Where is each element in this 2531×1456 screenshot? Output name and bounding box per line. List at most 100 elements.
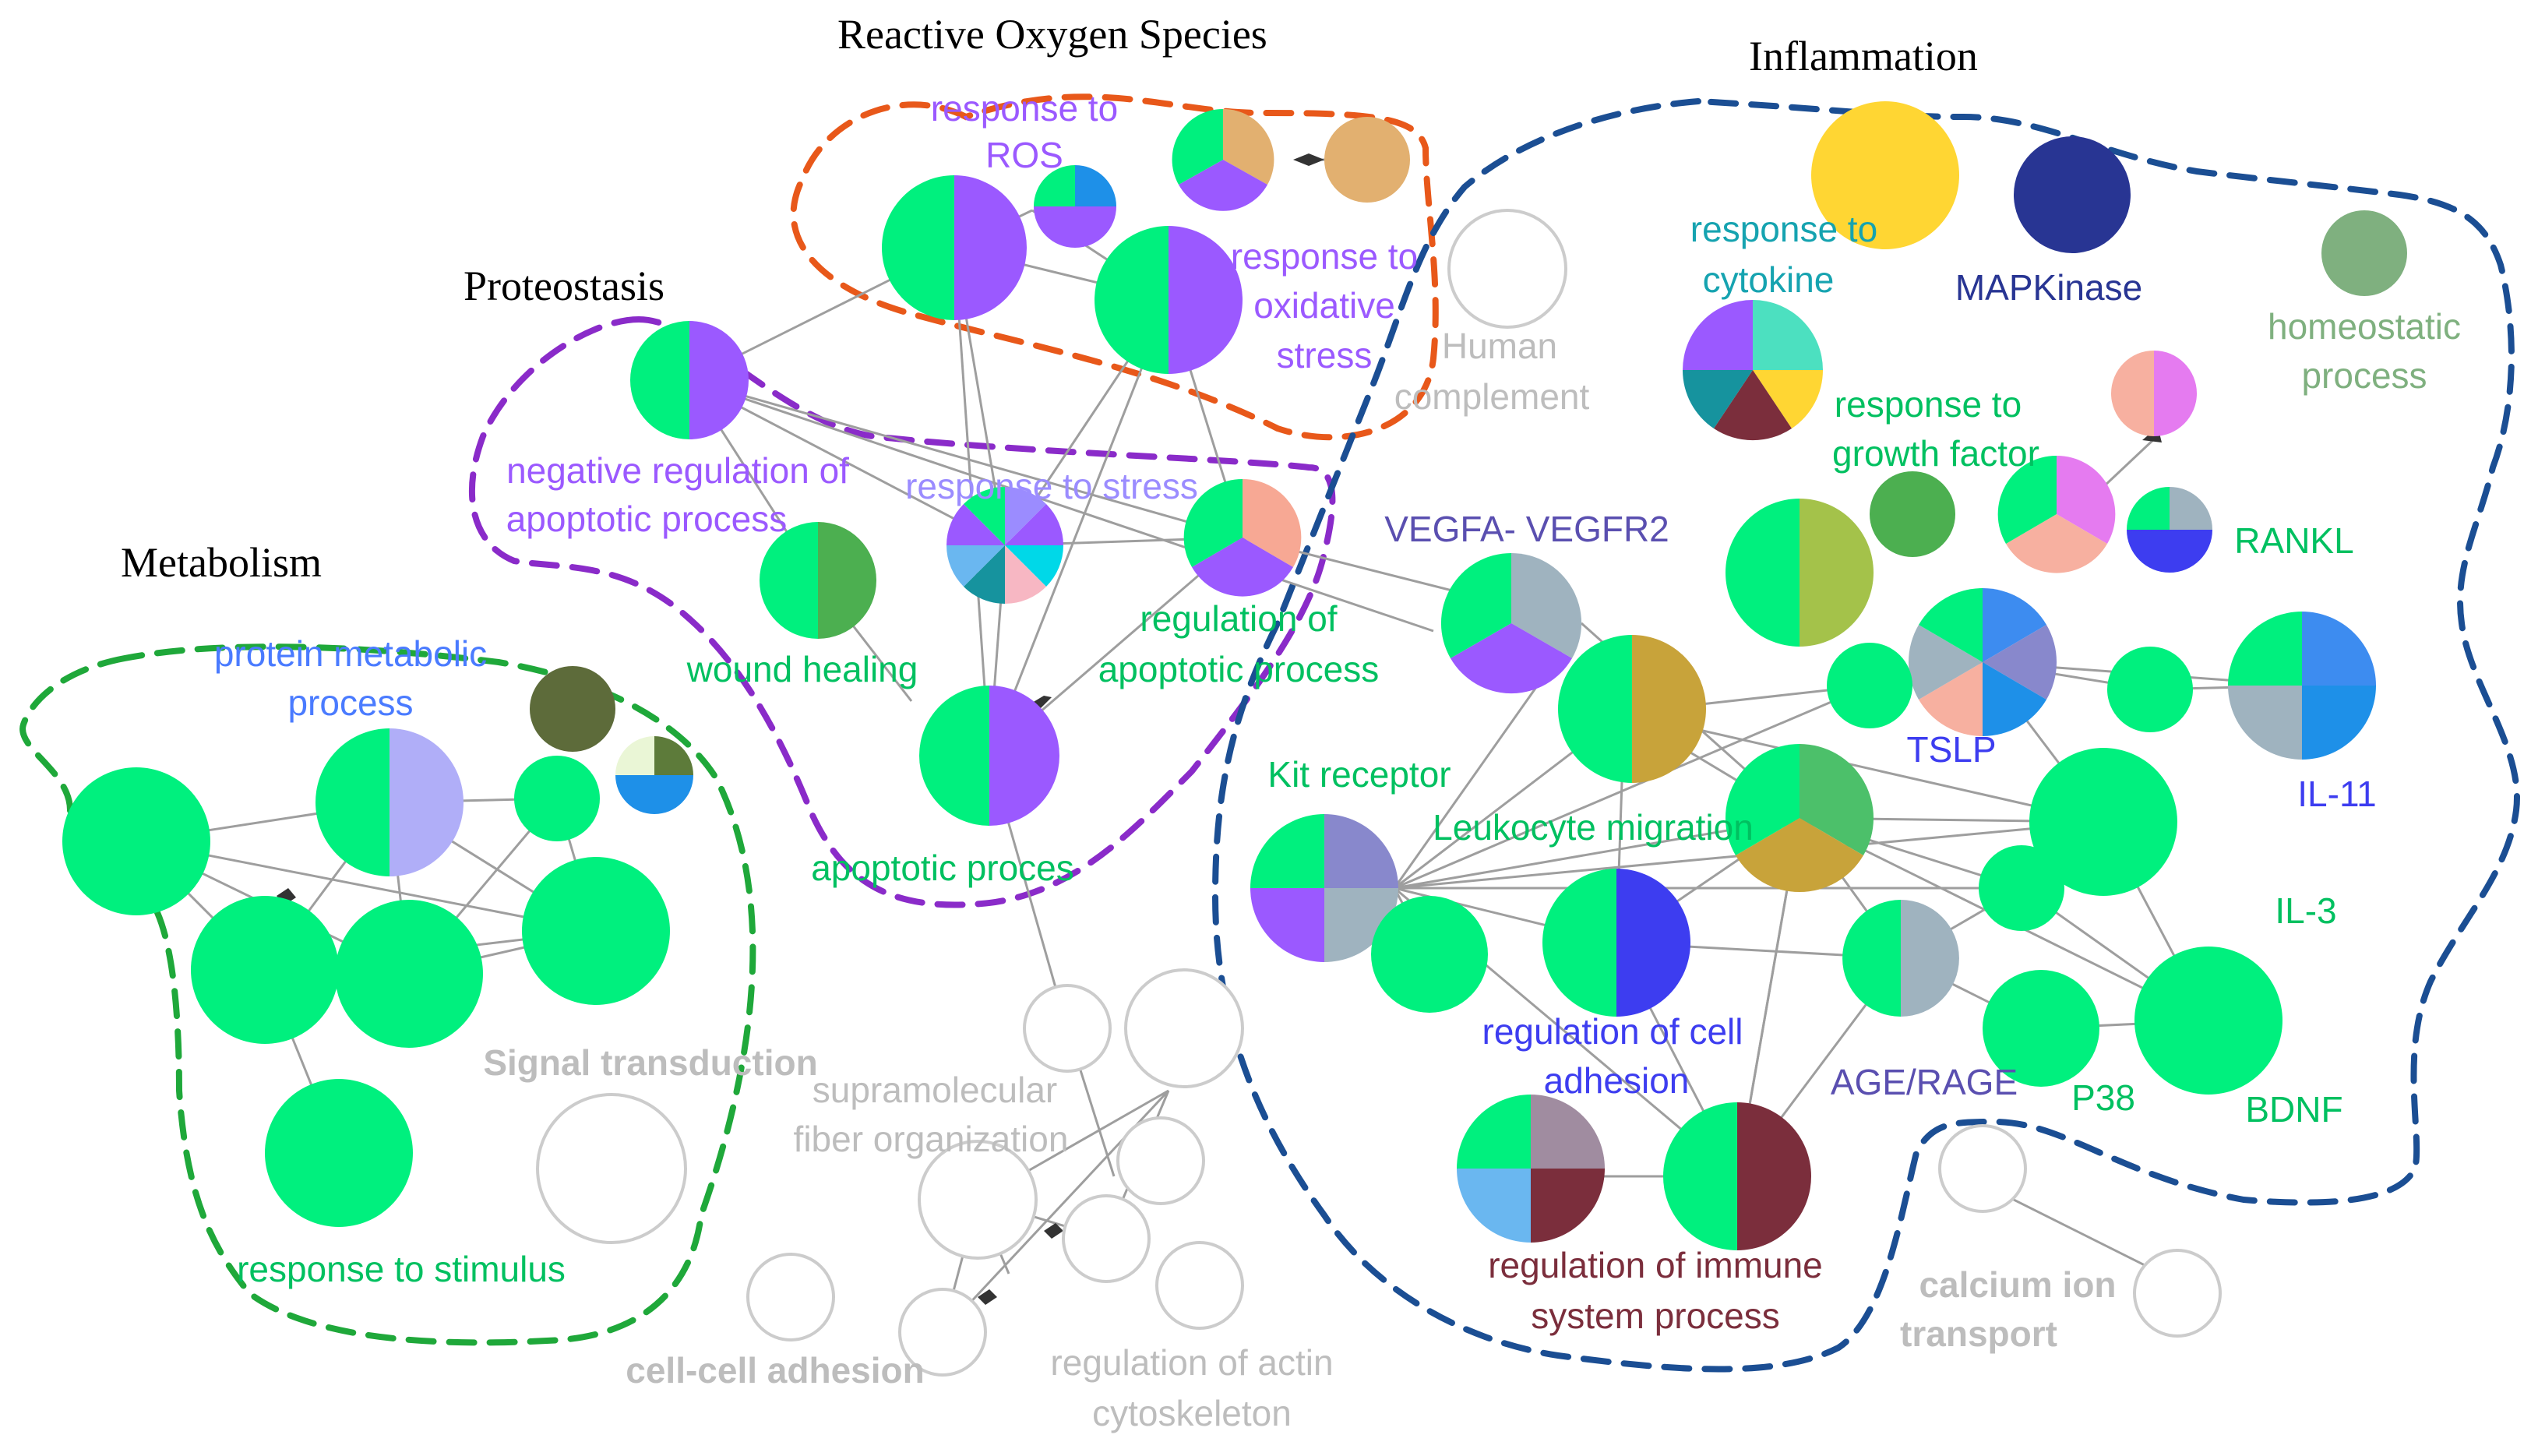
node-met-b: [514, 756, 600, 841]
label-homeostatic-2: process: [2301, 355, 2427, 396]
node-kit-receptor: [1250, 814, 1398, 962]
label-homeostatic-1: homeostatic: [2268, 306, 2461, 347]
node-gray-supra-5: [1062, 1194, 1151, 1283]
label-age-rage: AGE/RAGE: [1831, 1062, 2018, 1102]
label-regulation-immune-2: system process: [1531, 1296, 1780, 1336]
title-inflammation: Inflammation: [1749, 33, 1978, 79]
node-gray-supra-4: [1116, 1116, 1205, 1205]
node-response-to-stimulus: [265, 1079, 413, 1227]
label-regulation-apoptotic-1: regulation of: [1140, 598, 1337, 639]
label-calcium-ion-2: transport: [1900, 1313, 2057, 1354]
node-gray-calcium-2: [2133, 1249, 2222, 1338]
node-met-dark-olive: [530, 666, 615, 752]
node-protein-metabolic: [315, 728, 464, 876]
label-oxidative-stress-3: stress: [1277, 335, 1373, 375]
label-supramolecular-1: supramolecular: [813, 1070, 1057, 1110]
label-protein-metabolic-2: process: [287, 682, 413, 723]
node-il-3-top: [2029, 748, 2177, 896]
node-met-e: [522, 857, 670, 1005]
label-oxidative-stress-2: oxidative: [1253, 285, 1395, 326]
node-vegfa-vegfr2: [1440, 553, 1582, 694]
node-yellow: [1811, 101, 1959, 249]
node-homeostatic: [2321, 210, 2407, 296]
node-tslp-small: [1827, 643, 1912, 728]
label-negative-regulation-2: apoptotic process: [506, 499, 788, 539]
title-reactive-oxygen-species: Reactive Oxygen Species: [837, 11, 1267, 58]
label-response-to-ros-1: response to: [931, 88, 1118, 129]
node-met-a: [62, 767, 210, 915]
node-leukocyte-migration: [1725, 744, 1874, 893]
label-regulation-cell-adhesion-1: regulation of cell: [1482, 1011, 1743, 1052]
node-gray-signal: [536, 1093, 687, 1244]
node-regulation-immune: [1663, 1102, 1811, 1250]
node-gray-cell-cell: [746, 1253, 835, 1341]
proteostasis-cluster-outline: [468, 316, 1336, 908]
node-il-mid: [2107, 647, 2193, 732]
label-bdnf: BDNF: [2245, 1089, 2342, 1130]
label-rankl: RANKL: [2234, 520, 2353, 561]
label-protein-metabolic-1: protein metabolic: [214, 633, 487, 674]
node-negative-regulation-apoptotic: [630, 321, 749, 439]
label-wound-healing: wound healing: [686, 649, 918, 689]
node-met-small-pie: [615, 736, 693, 814]
label-mapkinase: MAPKinase: [1955, 267, 2142, 308]
title-proteostasis: Proteostasis: [464, 263, 664, 309]
label-il-11: IL-11: [2297, 774, 2376, 814]
label-leukocyte-migration: Leukocyte migration: [1433, 807, 1754, 848]
label-negative-regulation-1: negative regulation of: [506, 450, 849, 491]
label-growth-factor-2: growth factor: [1832, 433, 2039, 474]
node-regulation-cell-adhesion: [1542, 869, 1690, 1017]
label-supramolecular-2: fiber organization: [794, 1119, 1069, 1159]
node-gray-calcium-1: [1938, 1124, 2027, 1213]
node-gray-supra-6: [1155, 1241, 1244, 1330]
label-oxidative-stress-1: response to: [1231, 236, 1418, 277]
label-regulation-immune-1: regulation of immune: [1488, 1245, 1823, 1285]
label-human-complement-2: complement: [1394, 376, 1590, 417]
label-regulation-apoptotic-2: apoptotic process: [1098, 649, 1380, 689]
node-gray-supra-7: [898, 1288, 987, 1377]
node-regulation-apoptotic: [1183, 478, 1302, 597]
label-regulation-actin-2: cytoskeleton: [1092, 1393, 1292, 1433]
label-calcium-ion-1: calcium ion: [1919, 1264, 2116, 1305]
node-response-to-ros: [882, 175, 1027, 320]
node-growth-factor-half: [2111, 351, 2197, 436]
node-labels: response to ROS response to oxidative st…: [214, 88, 2461, 1433]
node-ros-tri: [1172, 108, 1274, 211]
node-age-rage: [1842, 900, 1959, 1017]
group-titles: Reactive Oxygen Species Inflammation Pro…: [121, 11, 1978, 586]
label-kit-receptor: Kit receptor: [1267, 754, 1451, 795]
node-ros-orange: [1324, 117, 1410, 203]
label-response-to-cytokine-1: response to: [1690, 209, 1877, 249]
node-response-to-cytokine: [1682, 300, 1824, 441]
node-gray-supra-1: [1023, 984, 1112, 1073]
node-bdnf: [2134, 947, 2282, 1095]
title-metabolism: Metabolism: [121, 539, 322, 586]
label-tslp: TSLP: [1906, 729, 1996, 770]
node-il-3-small: [1979, 845, 2064, 931]
label-regulation-actin-1: regulation of actin: [1050, 1342, 1333, 1383]
label-response-to-stress: response to stress: [905, 466, 1198, 506]
label-response-to-ros-2: ROS: [985, 135, 1063, 175]
label-cell-cell-adhesion: cell-cell adhesion: [626, 1350, 924, 1391]
node-il-11: [2228, 612, 2376, 760]
node-wound-healing: [760, 522, 876, 639]
node-growth-factor-dark: [1870, 471, 1955, 557]
node-immune-quad: [1457, 1095, 1605, 1243]
inflammation-cluster-outline: [1211, 97, 2520, 1373]
node-kit-small: [1371, 896, 1488, 1013]
node-met-d: [335, 900, 483, 1048]
node-small-ros-pie: [1034, 165, 1116, 248]
node-growth-factor-pie: [1997, 455, 2116, 573]
node-gray-supra-3: [918, 1140, 1038, 1260]
label-p38: P38: [2071, 1077, 2135, 1118]
label-regulation-cell-adhesion-2: adhesion: [1544, 1060, 1690, 1101]
node-met-c: [191, 896, 339, 1044]
node-mapkinase: [2014, 136, 2131, 253]
nodes: [62, 101, 2407, 1377]
label-signal-transduction: Signal transduction: [483, 1042, 817, 1083]
node-response-to-stress: [946, 487, 1063, 604]
node-rankl: [2127, 487, 2212, 573]
node-apoptotic-proces: [919, 686, 1059, 826]
node-tslp: [1908, 588, 2057, 736]
node-p38: [1983, 970, 2099, 1087]
